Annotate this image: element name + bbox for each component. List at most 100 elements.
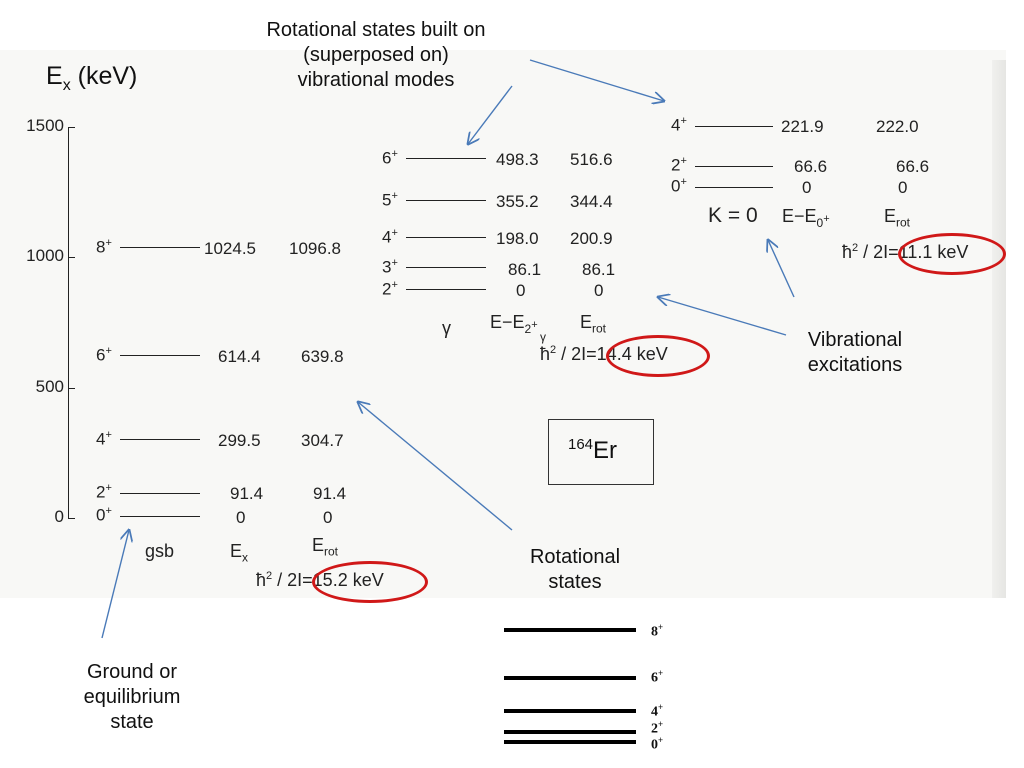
level-spin: 2+ <box>96 482 112 502</box>
level-energy: 1024.5 <box>204 239 256 258</box>
thick-level-spin: 2+ <box>651 719 664 737</box>
level-spin: 8+ <box>96 237 112 257</box>
level-erot: 200.9 <box>570 229 613 248</box>
annotation-ground: Ground or equilibrium state <box>52 660 212 735</box>
axis-tick <box>68 257 75 258</box>
column-label-ex: Ex <box>230 541 249 565</box>
level-erot: 639.8 <box>301 347 344 366</box>
axis-tick-label: 500 <box>35 377 64 396</box>
level-spin: 4+ <box>382 227 398 247</box>
gamma-subscript: γ <box>540 330 546 344</box>
thick-level-spin: 0+ <box>651 735 664 753</box>
level-spin: 4+ <box>671 115 687 135</box>
axis-tick <box>68 127 75 128</box>
band-label: K = 0 <box>708 204 758 227</box>
level-energy: 614.4 <box>218 347 261 366</box>
arrow-to-gamma-bandhead <box>658 297 787 336</box>
annotation-line: states <box>548 571 602 593</box>
annotation-rotational: Rotational states <box>495 545 655 595</box>
level-erot: 86.1 <box>582 260 616 279</box>
level-energy: 0 <box>802 178 812 197</box>
thick-level-spin: 6+ <box>651 668 664 686</box>
energy-level-line <box>120 516 200 517</box>
highlight-ellipse <box>312 561 428 603</box>
annotation-line: Rotational <box>529 546 621 568</box>
axis-tick <box>68 518 75 519</box>
energy-level-line <box>406 200 486 201</box>
energy-level-line <box>406 237 486 238</box>
annotation-rotational-on-vibrational: Rotational states built on (superposed o… <box>226 18 526 93</box>
level-energy: 498.3 <box>496 150 539 169</box>
highlight-ellipse <box>898 233 1006 275</box>
level-erot: 0 <box>898 178 908 197</box>
axis-tick-label: 1500 <box>26 116 64 135</box>
level-erot: 516.6 <box>570 150 613 169</box>
axis-tick-label: 1000 <box>26 246 64 265</box>
energy-level-line <box>695 126 773 127</box>
annotation-line: Rotational states built on <box>266 19 486 41</box>
level-energy: 66.6 <box>794 157 828 176</box>
level-spin: 2+ <box>671 155 687 175</box>
thick-level-line <box>504 628 636 632</box>
arrow-to-gamma-band <box>468 85 513 144</box>
thick-level-line <box>504 730 636 734</box>
level-spin: 0+ <box>96 505 112 525</box>
annotation-line: excitations <box>807 354 903 376</box>
level-spin: 6+ <box>96 345 112 365</box>
level-erot: 91.4 <box>313 484 347 503</box>
level-erot: 0 <box>594 281 604 300</box>
isotope-box <box>548 419 654 485</box>
axis-title: Ex (keV) <box>46 62 138 94</box>
annotation-line: Ground or <box>86 661 178 683</box>
level-spin: 3+ <box>382 257 398 277</box>
level-energy: 221.9 <box>781 117 824 136</box>
level-erot: 222.0 <box>876 117 919 136</box>
energy-level-line <box>406 267 486 268</box>
level-energy: 0 <box>236 508 246 527</box>
arrow-to-k0-bandhead <box>768 240 795 298</box>
energy-level-line <box>120 355 200 356</box>
highlight-ellipse <box>606 335 710 377</box>
level-energy: 86.1 <box>508 260 542 279</box>
energy-level-line <box>695 187 773 188</box>
band-label: γ <box>442 318 451 338</box>
axis-tick-label: 0 <box>54 507 64 526</box>
thick-level-line <box>504 676 636 680</box>
column-label-erot: Erot <box>884 206 911 230</box>
arrow-to-k0-band <box>529 59 664 101</box>
axis-tick <box>68 388 75 389</box>
scan-page-edge <box>992 60 1006 598</box>
annotation-vibrational: Vibrational excitations <box>770 328 940 378</box>
level-spin: 2+ <box>382 279 398 299</box>
energy-level-line <box>406 289 486 290</box>
annotation-line: state <box>110 711 154 733</box>
energy-level-line <box>695 166 773 167</box>
energy-axis-line <box>68 127 69 519</box>
thick-level-line <box>504 709 636 713</box>
arrow-to-ground-state <box>101 530 129 639</box>
level-energy: 355.2 <box>496 192 539 211</box>
level-spin: 6+ <box>382 148 398 168</box>
level-erot: 0 <box>323 508 333 527</box>
level-energy: 198.0 <box>496 229 539 248</box>
thick-level-line <box>504 740 636 744</box>
level-spin: 0+ <box>671 176 687 196</box>
energy-level-line <box>406 158 486 159</box>
level-erot: 66.6 <box>896 157 930 176</box>
column-label-e: E−E2+γ <box>490 312 546 344</box>
thick-level-spin: 8+ <box>651 622 664 640</box>
thick-level-spin: 4+ <box>651 702 664 720</box>
scanned-figure-background <box>0 50 1006 598</box>
energy-level-line <box>120 247 200 248</box>
arrow-to-gsb-levels <box>358 402 513 531</box>
column-label-e: E−E0+ <box>782 206 830 230</box>
level-erot: 304.7 <box>301 431 344 450</box>
column-label-erot: Erot <box>580 312 607 336</box>
annotation-line: vibrational modes <box>297 69 455 91</box>
level-erot: 1096.8 <box>289 239 341 258</box>
energy-level-line <box>120 493 200 494</box>
column-label-erot: Erot <box>312 535 339 559</box>
annotation-line: Vibrational <box>807 329 903 351</box>
level-energy: 91.4 <box>230 484 264 503</box>
